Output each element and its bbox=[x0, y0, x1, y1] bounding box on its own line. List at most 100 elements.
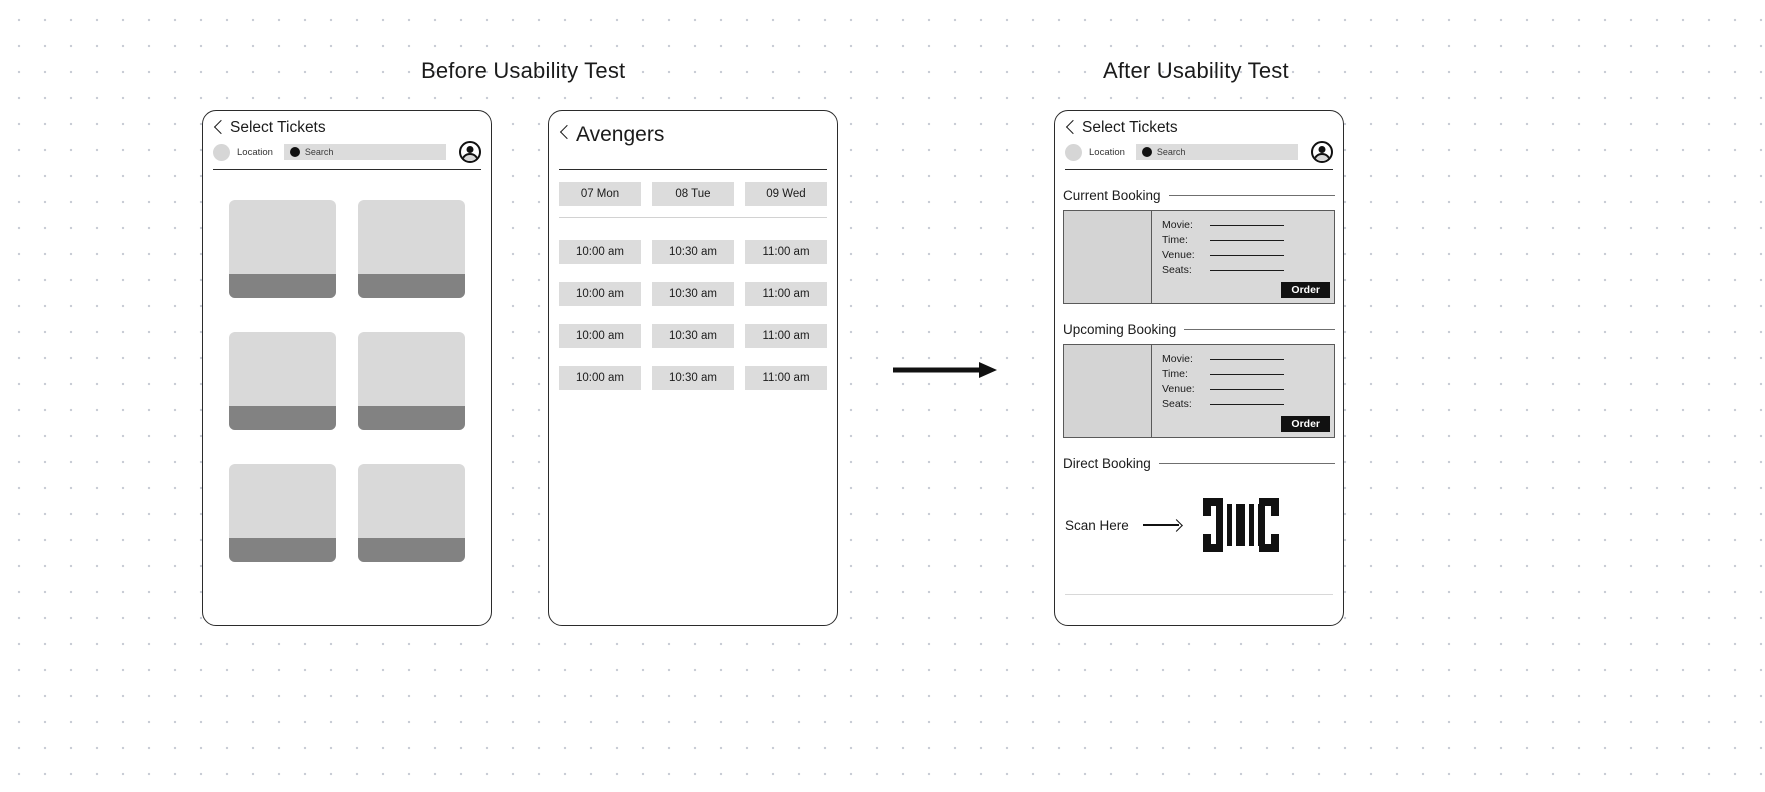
booking-details: Movie: Time: Venue: Seats: Order bbox=[1152, 345, 1334, 437]
location-label: Location bbox=[1089, 146, 1125, 158]
showtime-grid: 10:00 am 10:30 am 11:00 am 10:00 am 10:3… bbox=[549, 218, 837, 391]
section-header-current-booking: Current Booking bbox=[1063, 188, 1335, 203]
field-label: Time: bbox=[1162, 234, 1188, 247]
time-slot[interactable]: 10:00 am bbox=[559, 282, 641, 307]
page-title: Avengers bbox=[576, 123, 665, 146]
time-slot[interactable]: 11:00 am bbox=[745, 240, 827, 265]
field-value-line bbox=[1210, 358, 1284, 361]
user-avatar-icon[interactable] bbox=[459, 141, 481, 163]
poster-title-bar bbox=[358, 538, 465, 563]
movie-poster-card[interactable] bbox=[358, 332, 465, 431]
date-tab[interactable]: 09 Wed bbox=[745, 182, 827, 207]
time-slot[interactable]: 10:30 am bbox=[652, 240, 734, 265]
page-title: Select Tickets bbox=[230, 119, 326, 136]
field-label: Venue: bbox=[1162, 383, 1195, 396]
field-venue: Venue: bbox=[1162, 249, 1326, 261]
movie-poster-card[interactable] bbox=[358, 464, 465, 563]
field-label: Movie: bbox=[1162, 353, 1193, 366]
booking-thumbnail bbox=[1064, 211, 1152, 304]
appbar-browse: Select Tickets Location Search bbox=[203, 111, 491, 171]
date-tab[interactable]: 07 Mon bbox=[559, 182, 641, 207]
field-time: Time: bbox=[1162, 234, 1326, 246]
poster-title-bar bbox=[229, 538, 336, 563]
poster-title-bar bbox=[229, 274, 336, 299]
subbar-browse: Location Search bbox=[213, 141, 481, 163]
date-row-divider bbox=[559, 217, 827, 219]
phone-screen-showtimes: Avengers 07 Mon 08 Tue 09 Wed 10:00 am 1… bbox=[548, 110, 838, 626]
appbar-showtimes: Avengers bbox=[549, 111, 837, 171]
appbar-divider bbox=[1065, 169, 1333, 171]
field-value-line bbox=[1210, 239, 1284, 242]
order-button[interactable]: Order bbox=[1281, 416, 1330, 433]
poster-title-bar bbox=[229, 406, 336, 431]
movie-poster-card[interactable] bbox=[229, 464, 336, 563]
movie-poster-card[interactable] bbox=[229, 332, 336, 431]
field-movie: Movie: bbox=[1162, 219, 1326, 231]
field-movie: Movie: bbox=[1162, 353, 1326, 365]
movie-poster-grid bbox=[203, 170, 491, 563]
field-label: Seats: bbox=[1162, 398, 1192, 411]
search-placeholder: Search bbox=[1156, 147, 1186, 157]
scan-here-label: Scan Here bbox=[1065, 517, 1129, 533]
location-dot-icon[interactable] bbox=[1065, 143, 1082, 161]
field-value-line bbox=[1210, 373, 1284, 376]
booking-details: Movie: Time: Venue: Seats: Order bbox=[1152, 211, 1334, 303]
poster-title-bar bbox=[358, 274, 465, 299]
chevron-left-icon[interactable] bbox=[1065, 119, 1076, 137]
appbar-bookings: Select Tickets Location Search bbox=[1055, 111, 1343, 171]
date-tab[interactable]: 08 Tue bbox=[652, 182, 734, 207]
field-value-line bbox=[1210, 269, 1284, 272]
time-slot[interactable]: 10:00 am bbox=[559, 324, 641, 349]
field-label: Time: bbox=[1162, 368, 1188, 381]
chevron-left-icon[interactable] bbox=[559, 124, 570, 146]
chevron-left-icon[interactable] bbox=[213, 119, 224, 137]
scan-row: Scan Here bbox=[1063, 478, 1335, 554]
section-rule bbox=[1158, 463, 1335, 465]
scan-right-arrow-icon bbox=[1142, 519, 1187, 531]
field-seats: Seats: bbox=[1162, 398, 1326, 410]
before-usability-test-heading: Before Usability Test bbox=[421, 58, 626, 83]
user-avatar-icon[interactable] bbox=[1311, 141, 1333, 163]
field-value-line bbox=[1210, 254, 1284, 257]
time-slot[interactable]: 11:00 am bbox=[745, 366, 827, 391]
section-header-direct-booking: Direct Booking bbox=[1063, 456, 1335, 471]
search-placeholder: Search bbox=[304, 147, 334, 157]
field-label: Seats: bbox=[1162, 264, 1192, 277]
search-input[interactable]: Search bbox=[1135, 144, 1298, 160]
current-booking-card[interactable]: Movie: Time: Venue: Seats: Order bbox=[1063, 210, 1335, 305]
field-label: Movie: bbox=[1162, 219, 1193, 232]
time-slot[interactable]: 10:30 am bbox=[652, 324, 734, 349]
field-value-line bbox=[1210, 403, 1284, 406]
bottom-divider bbox=[1065, 594, 1333, 596]
upcoming-booking-card[interactable]: Movie: Time: Venue: Seats: Order bbox=[1063, 344, 1335, 439]
after-usability-test-heading: After Usability Test bbox=[1103, 58, 1289, 83]
time-slot[interactable]: 10:30 am bbox=[652, 282, 734, 307]
date-tab-row: 07 Mon 08 Tue 09 Wed bbox=[549, 170, 837, 207]
movie-poster-card[interactable] bbox=[229, 200, 336, 299]
order-button[interactable]: Order bbox=[1281, 282, 1330, 299]
field-label: Venue: bbox=[1162, 249, 1195, 262]
booking-thumbnail bbox=[1064, 345, 1152, 438]
section-rule bbox=[1168, 195, 1335, 197]
section-title: Direct Booking bbox=[1063, 456, 1151, 472]
search-dot-icon bbox=[1141, 147, 1152, 157]
location-dot-icon[interactable] bbox=[213, 143, 230, 161]
subbar-bookings: Location Search bbox=[1065, 141, 1333, 163]
appbar-divider bbox=[559, 169, 827, 171]
page-title: Select Tickets bbox=[1082, 119, 1178, 136]
section-rule bbox=[1184, 329, 1335, 331]
time-slot[interactable]: 10:30 am bbox=[652, 366, 734, 391]
flow-right-arrow-icon bbox=[893, 362, 997, 378]
search-dot-icon bbox=[289, 147, 300, 157]
movie-poster-card[interactable] bbox=[358, 200, 465, 299]
time-slot[interactable]: 11:00 am bbox=[745, 324, 827, 349]
location-label: Location bbox=[237, 146, 273, 158]
search-input[interactable]: Search bbox=[283, 144, 446, 160]
phone-screen-browse: Select Tickets Location Search bbox=[202, 110, 492, 626]
phone-screen-bookings: Select Tickets Location Search Current B… bbox=[1054, 110, 1344, 626]
time-slot[interactable]: 11:00 am bbox=[745, 282, 827, 307]
time-slot[interactable]: 10:00 am bbox=[559, 366, 641, 391]
barcode-scan-icon[interactable] bbox=[1201, 496, 1281, 554]
section-title: Upcoming Booking bbox=[1063, 322, 1177, 338]
time-slot[interactable]: 10:00 am bbox=[559, 240, 641, 265]
